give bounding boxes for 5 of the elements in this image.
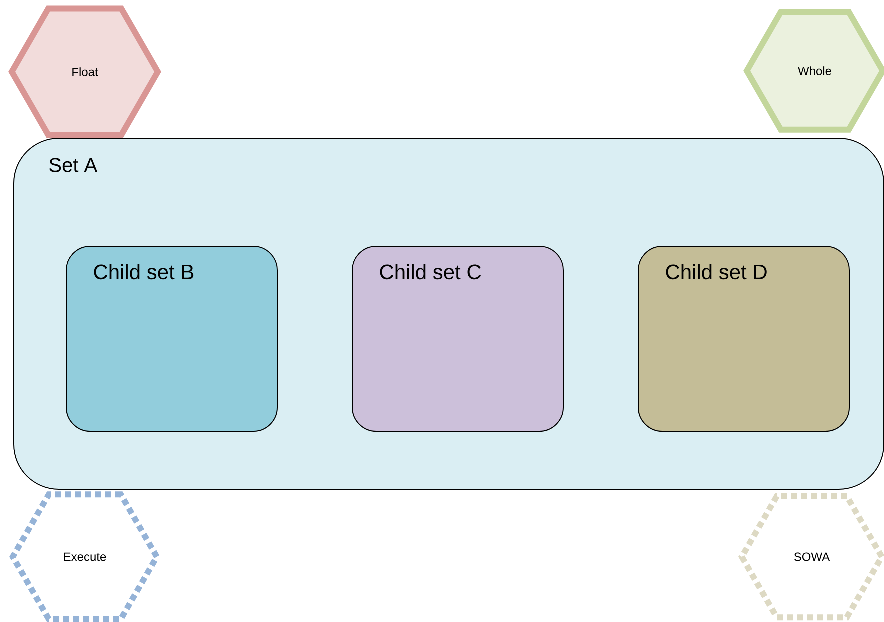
child-set-box: Child set B xyxy=(66,246,278,432)
hexagon: Whole xyxy=(744,9,884,133)
hexagon: SOWA xyxy=(738,493,884,621)
child-set-box: Child set D xyxy=(638,246,850,432)
child-set-box: Child set C xyxy=(352,246,564,432)
